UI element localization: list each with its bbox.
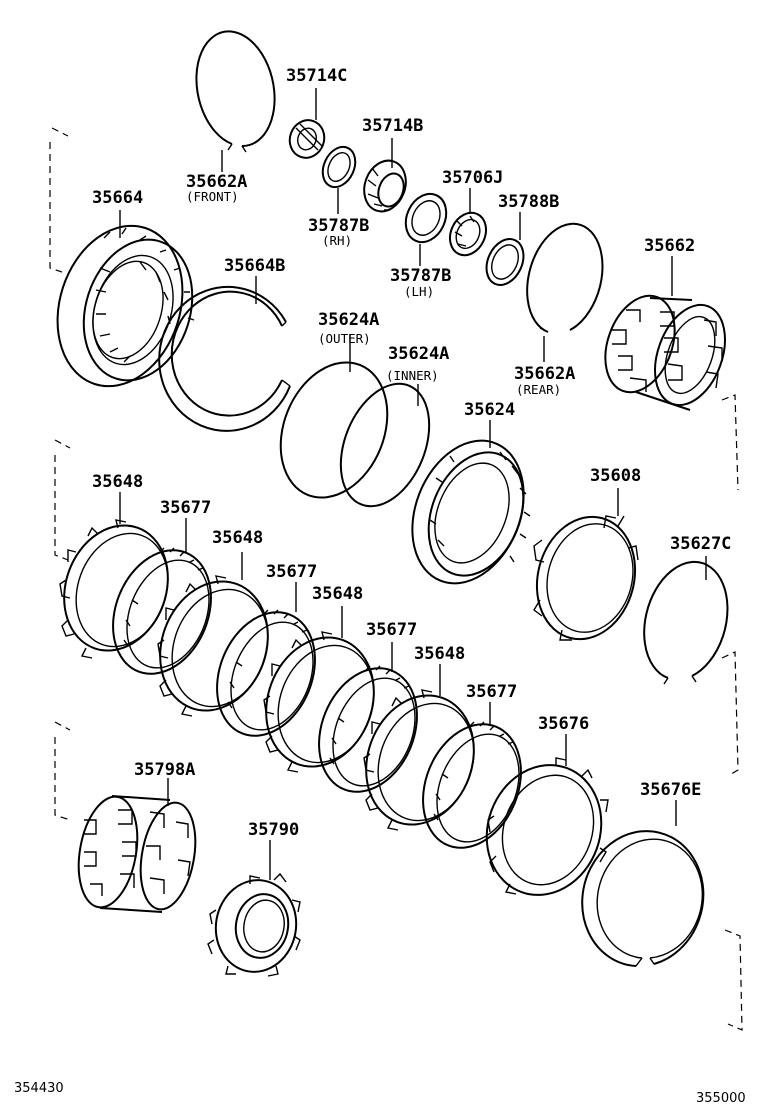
seal-ring-35624a-outer: [279, 361, 389, 499]
label-35677-4: 35677: [466, 682, 518, 702]
clutch-disc-35677-2: [216, 609, 316, 737]
label-35788b: 35788B: [498, 192, 560, 212]
label-35787b-lh: 35787B: [390, 266, 452, 286]
snap-ring-35662a-front: [195, 30, 276, 153]
note-inner: (INNER): [386, 368, 439, 383]
clutch-plate-35648-1: [59, 519, 169, 659]
drum-35798a: [77, 795, 197, 913]
label-35627c: 35627C: [670, 534, 732, 554]
race-35787b-lh: [404, 192, 448, 244]
note-outer: (OUTER): [318, 331, 371, 346]
label-35662: 35662: [644, 236, 696, 256]
label-35798a: 35798A: [134, 760, 196, 780]
clutch-plate-35648-2: [157, 575, 269, 717]
note-front: (FRONT): [186, 189, 239, 204]
label-35677-2: 35677: [266, 562, 318, 582]
note-lh: (LH): [404, 284, 435, 299]
label-35648-1: 35648: [92, 472, 144, 492]
snap-ring-35676e: [581, 830, 705, 967]
note-rear: (REAR): [516, 382, 562, 397]
bearing-35714b: [363, 159, 407, 213]
label-35790: 35790: [248, 820, 300, 840]
label-35624: 35624: [464, 400, 516, 420]
race-35787b-rh: [321, 145, 357, 189]
label-35662a-front: 35662A: [186, 172, 248, 192]
bearing-35706j: [449, 211, 487, 257]
piston-35624: [411, 439, 531, 585]
label-35714c: 35714C: [286, 66, 348, 86]
snap-ring-35627c: [643, 560, 729, 685]
clutch-flange-35676: [485, 757, 609, 896]
label-35714b: 35714B: [362, 116, 424, 136]
clutch-drum-35664: [56, 224, 195, 388]
sleeve-35608: [533, 515, 639, 641]
clutch-plate-35648-4: [363, 689, 475, 831]
label-35624a-inner: 35624A: [388, 344, 450, 364]
label-35787b-rh: 35787B: [308, 216, 370, 236]
race-35788b: [485, 238, 525, 286]
hub-35790: [207, 872, 301, 977]
label-35706j: 35706J: [442, 168, 504, 188]
seal-ring-35624a-inner: [339, 382, 431, 508]
snap-ring-35664b: [158, 285, 291, 432]
note-rh: (RH): [322, 233, 353, 248]
label-35664b: 35664B: [224, 256, 286, 276]
clutch-disc-35677-1: [112, 547, 212, 675]
snap-ring-35662a-rear: [526, 222, 604, 333]
label-35648-4: 35648: [414, 644, 466, 664]
label-35677-3: 35677: [366, 620, 418, 640]
label-35608: 35608: [590, 466, 642, 486]
clutch-drum-35662: [604, 294, 726, 411]
label-35648-3: 35648: [312, 584, 364, 604]
assembly-guide-lines: [49, 127, 743, 1031]
label-35676e: 35676E: [640, 780, 702, 800]
label-35664: 35664: [92, 188, 144, 208]
page-code-right: 355000: [696, 1091, 746, 1106]
label-35662a-rear: 35662A: [514, 364, 576, 384]
leader-lines: [119, 88, 707, 880]
clutch-plate-35648-3: [263, 631, 375, 773]
label-35648-2: 35648: [212, 528, 264, 548]
washer-35714c: [288, 119, 326, 159]
label-35676: 35676: [538, 714, 590, 734]
label-35624a-outer: 35624A: [318, 310, 380, 330]
label-35677-1: 35677: [160, 498, 212, 518]
page-code-left: 354430: [14, 1081, 64, 1096]
